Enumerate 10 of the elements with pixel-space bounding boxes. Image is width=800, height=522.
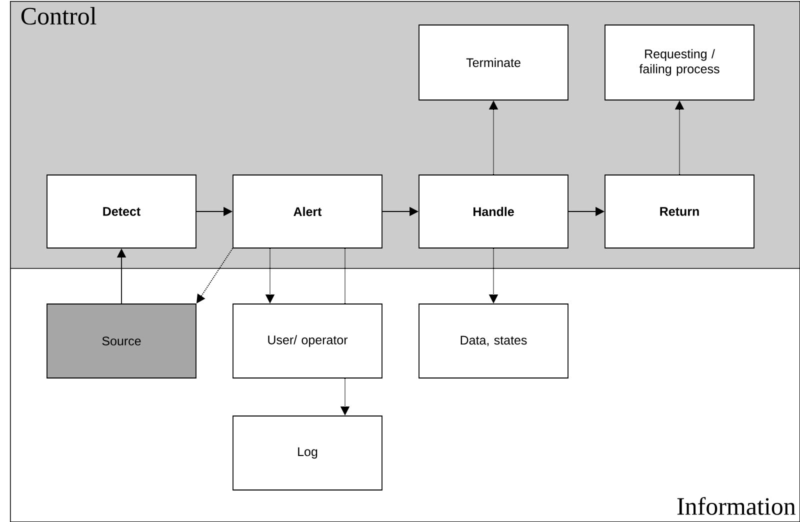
process-box: Return xyxy=(604,174,754,248)
process-box: User/ operator xyxy=(232,304,382,378)
process-box: Requesting / failing process xyxy=(604,24,754,100)
process-box: Handle xyxy=(418,174,568,248)
process-box: Source xyxy=(46,304,196,378)
process-box: Alert xyxy=(232,174,382,248)
process-box: Log xyxy=(232,416,382,490)
process-box: Detect xyxy=(46,174,196,248)
process-box: Data, states xyxy=(418,304,568,378)
process-box: Terminate xyxy=(418,24,568,100)
